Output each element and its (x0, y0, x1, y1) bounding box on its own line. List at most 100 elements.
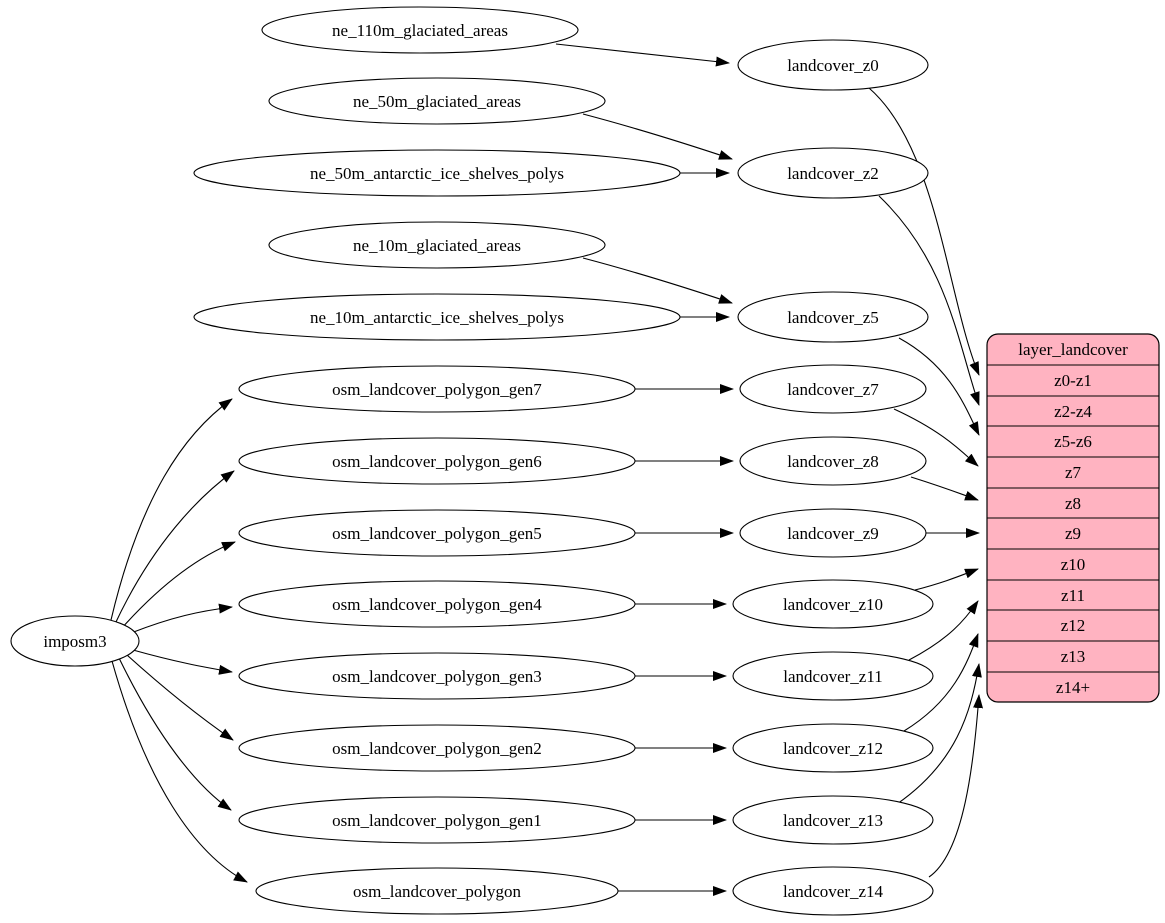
record-title: layer_landcover (1018, 340, 1128, 359)
node-label: landcover_z2 (787, 164, 879, 183)
node-shape (737, 39, 929, 91)
edge-landcover_z2-to-row-z2-z4 (878, 195, 980, 406)
edge-landcover_z13-to-row-z13 (896, 663, 982, 805)
node-imposm3: imposm3 (10, 615, 140, 667)
node-label: osm_landcover_polygon_gen4 (332, 595, 542, 614)
record-row-z8: z8 (1065, 494, 1081, 513)
node-landcover_z11: landcover_z11 (732, 651, 934, 701)
node-shape (238, 509, 636, 557)
edge-imposm3-to-osm_landcover_polygon (111, 660, 248, 883)
node-label: landcover_z11 (783, 667, 882, 686)
node-shape (238, 365, 636, 413)
node-osm_landcover_polygon_gen2: osm_landcover_polygon_gen2 (238, 724, 636, 772)
node-label: ne_110m_glaciated_areas (332, 21, 508, 40)
edge-ne_10m_glaciated_areas-to-landcover_z5 (582, 257, 733, 304)
node-shape (238, 580, 636, 628)
node-label: landcover_z8 (787, 452, 879, 471)
record-row-z2-z4: z2-z4 (1054, 402, 1092, 421)
node-shape (238, 724, 636, 772)
record-row-z10: z10 (1061, 555, 1086, 574)
edge-imposm3-to-osm_landcover_polygon_gen1 (118, 657, 232, 811)
node-ne_110m_glaciated_areas: ne_110m_glaciated_areas (261, 6, 579, 54)
node-label: osm_landcover_polygon_gen6 (332, 452, 542, 471)
edge-imposm3-to-osm_landcover_polygon_gen2 (126, 654, 234, 741)
record-row-z13: z13 (1061, 647, 1086, 666)
node-shape (193, 149, 681, 197)
node-label: landcover_z9 (787, 524, 879, 543)
node-osm_landcover_polygon_gen4: osm_landcover_polygon_gen4 (238, 580, 636, 628)
node-osm_landcover_polygon_gen1: osm_landcover_polygon_gen1 (238, 796, 636, 844)
node-shape (238, 796, 636, 844)
node-label: landcover_z0 (787, 56, 879, 75)
node-label: osm_landcover_polygon_gen7 (332, 380, 542, 399)
node-label: ne_50m_glaciated_areas (353, 92, 521, 111)
node-shape (732, 795, 934, 845)
node-label: osm_landcover_polygon (353, 882, 522, 901)
edge-landcover_z14-to-row-z14plus (928, 694, 984, 878)
record-row-z0-z1: z0-z1 (1054, 371, 1092, 390)
node-label: landcover_z14 (783, 882, 884, 901)
edge-landcover_z11-to-row-z11 (908, 600, 979, 661)
record-row-z5-z6: z5-z6 (1054, 432, 1092, 451)
node-label: osm_landcover_polygon_gen2 (332, 739, 542, 758)
node-shape (255, 867, 619, 915)
node-label: imposm3 (43, 632, 106, 651)
node-label: ne_10m_glaciated_areas (353, 236, 521, 255)
node-shape (268, 221, 606, 269)
record-row-z14plus: z14+ (1056, 678, 1090, 697)
node-label: landcover_z10 (783, 595, 883, 614)
node-label: ne_10m_antarctic_ice_shelves_polys (310, 308, 564, 327)
node-label: osm_landcover_polygon_gen1 (332, 811, 542, 830)
edge-ne_110m_glaciated_areas-to-landcover_z0 (555, 43, 730, 67)
record-row-z12: z12 (1061, 616, 1086, 635)
node-landcover_z14: landcover_z14 (732, 866, 934, 916)
node-landcover_z7: landcover_z7 (739, 364, 927, 414)
node-osm_landcover_polygon_gen3: osm_landcover_polygon_gen3 (238, 652, 636, 700)
node-label: osm_landcover_polygon_gen5 (332, 524, 542, 543)
edge-landcover_z10-to-row-z10 (914, 568, 979, 591)
node-shape (732, 651, 934, 701)
node-shape (261, 6, 579, 54)
node-osm_landcover_polygon_gen6: osm_landcover_polygon_gen6 (238, 437, 636, 485)
node-label: ne_50m_antarctic_ice_shelves_polys (310, 164, 564, 183)
node-ne_10m_glaciated_areas: ne_10m_glaciated_areas (268, 221, 606, 269)
node-shape (739, 364, 927, 414)
node-landcover_z2: landcover_z2 (737, 147, 929, 199)
node-shape (739, 508, 927, 558)
node-shape (732, 723, 934, 773)
node-shape (732, 579, 934, 629)
edge-landcover_z0-to-row-z0-z1 (868, 87, 980, 376)
node-shape (10, 615, 140, 667)
node-shape (238, 437, 636, 485)
edge-imposm3-to-osm_landcover_polygon_gen5 (120, 541, 236, 630)
node-shape (737, 291, 929, 343)
record-layer_landcover: layer_landcover z0-z1 z2-z4 z5-z6 z7 z8 … (986, 333, 1160, 703)
node-ne_10m_antarctic_ice_shelves_polys: ne_10m_antarctic_ice_shelves_polys (193, 293, 681, 341)
node-label: osm_landcover_polygon_gen3 (332, 667, 542, 686)
node-shape (238, 652, 636, 700)
node-shape (732, 866, 934, 916)
node-shape (737, 147, 929, 199)
node-landcover_z5: landcover_z5 (737, 291, 929, 343)
node-shape (739, 436, 927, 486)
node-osm_landcover_polygon: osm_landcover_polygon (255, 867, 619, 915)
edge-ne_50m_glaciated_areas-to-landcover_z2 (582, 113, 733, 160)
edge-imposm3-to-osm_landcover_polygon_gen4 (130, 603, 233, 634)
edge-imposm3-to-osm_landcover_polygon_gen7 (110, 398, 233, 621)
record-row-z11: z11 (1061, 586, 1085, 605)
node-landcover_z0: landcover_z0 (737, 39, 929, 91)
node-label: landcover_z7 (787, 380, 879, 399)
node-landcover_z12: landcover_z12 (732, 723, 934, 773)
edge-imposm3-to-osm_landcover_polygon_gen6 (114, 470, 235, 625)
edge-landcover_z12-to-row-z12 (903, 633, 979, 732)
edge-landcover_z5-to-row-z5-z6 (898, 337, 980, 436)
node-shape (268, 77, 606, 125)
node-landcover_z13: landcover_z13 (732, 795, 934, 845)
node-landcover_z9: landcover_z9 (739, 508, 927, 558)
node-ne_50m_antarctic_ice_shelves_polys: ne_50m_antarctic_ice_shelves_polys (193, 149, 681, 197)
node-landcover_z10: landcover_z10 (732, 579, 934, 629)
node-label: landcover_z5 (787, 308, 879, 327)
node-shape (193, 293, 681, 341)
